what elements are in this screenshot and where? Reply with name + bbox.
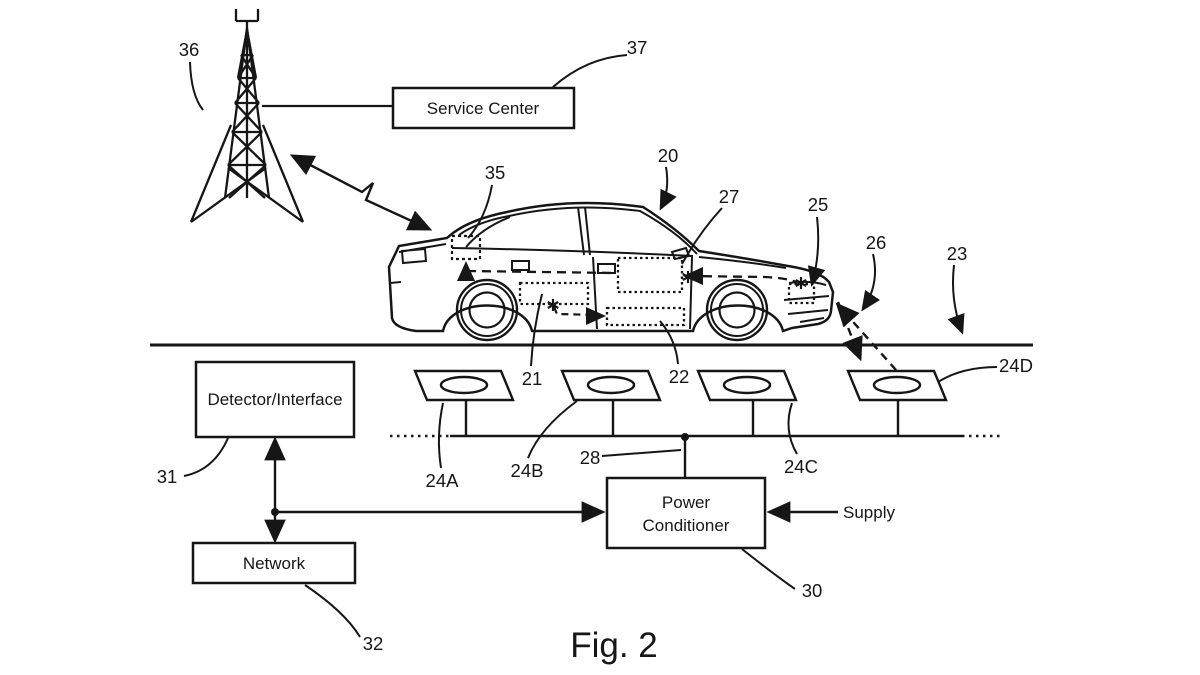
leader-24a [437,402,444,469]
ref-label-35: 35 [485,162,506,183]
vehicle [387,201,835,342]
tower-antenna-icon [234,9,260,30]
leader-26 [861,253,880,312]
coupling-arrow-up [835,302,897,371]
leader-25 [807,216,826,287]
power-conditioner-box [605,476,767,550]
ref-label-30: 30 [802,580,823,601]
ref-label-32: 32 [363,633,384,654]
junction-dot-detector-line [271,508,279,516]
leader-27 [681,207,723,265]
component-27-box [616,256,684,294]
ref-label-24c: 24C [784,456,818,477]
leader-35 [467,184,493,239]
detector-interface-label: Detector/Interface [207,390,342,409]
tower-rungs [228,53,266,167]
leader-20 [659,166,677,211]
junction-dot-28 [681,433,689,441]
leader-28 [601,449,682,457]
leader-24d [937,366,998,383]
rear-wheel [455,278,519,342]
component-22-box [605,306,686,327]
ref-label-20: 20 [658,145,679,166]
ref-label-26: 26 [866,232,887,253]
door-handle-front [597,263,616,274]
supply-label: Supply [843,503,895,522]
ref-label-28: 28 [580,447,601,468]
service-center-box [391,86,576,130]
trunk-and-taillight-lines [389,243,447,284]
cell-tower [189,9,305,223]
service-center-label: Service Center [427,99,540,118]
front-wheel [705,278,769,342]
leader-31 [183,437,229,477]
ref-label-22: 22 [669,366,690,387]
ref-label-24d: 24D [999,355,1033,376]
figure-caption: Fig. 2 [570,626,658,665]
ref-label-23: 23 [947,243,968,264]
network-label: Network [243,554,306,573]
power-conditioner-label-line1: Power [662,493,711,512]
leader-24b [527,400,578,459]
ref-label-27: 27 [719,186,740,207]
power-conditioner-label-line2: Conditioner [643,516,730,535]
bus-21-22-dashed-link [552,306,598,317]
ref-label-31: 31 [157,466,178,487]
pad-feeder-bus [390,433,1001,441]
leader-21 [530,293,543,367]
leader-23 [947,264,965,335]
onboard-dashed-bus [466,269,800,285]
coupling-arrow-down [836,301,863,362]
charging-pad-24b [560,369,662,436]
leader-37 [552,54,628,88]
leader-32 [304,584,361,638]
charging-pads [413,369,948,436]
vehicle-beltline [451,247,787,269]
coupling-arrows-26 [835,301,897,371]
leader-36 [189,61,204,111]
charging-pad-24c [696,369,798,436]
tower-mast [223,27,271,199]
charging-pad-24a [413,369,515,436]
leader-22 [659,320,679,365]
leader-24c [787,402,798,455]
charging-pad-24d [846,369,948,436]
leader-30 [741,548,796,590]
ref-label-24a: 24A [426,470,460,491]
door-handle-rear [511,260,530,271]
side-mirror [670,246,691,261]
vehicle-b-pillar [577,206,591,256]
ref-label-37: 37 [627,37,648,58]
ref-label-24b: 24B [511,460,544,481]
ref-label-21: 21 [522,368,543,389]
ref-label-36: 36 [179,39,200,60]
component-35-box [450,234,482,261]
wireless-link-arrow [289,154,433,231]
tower-legs [189,124,305,223]
ref-label-25: 25 [808,194,829,215]
